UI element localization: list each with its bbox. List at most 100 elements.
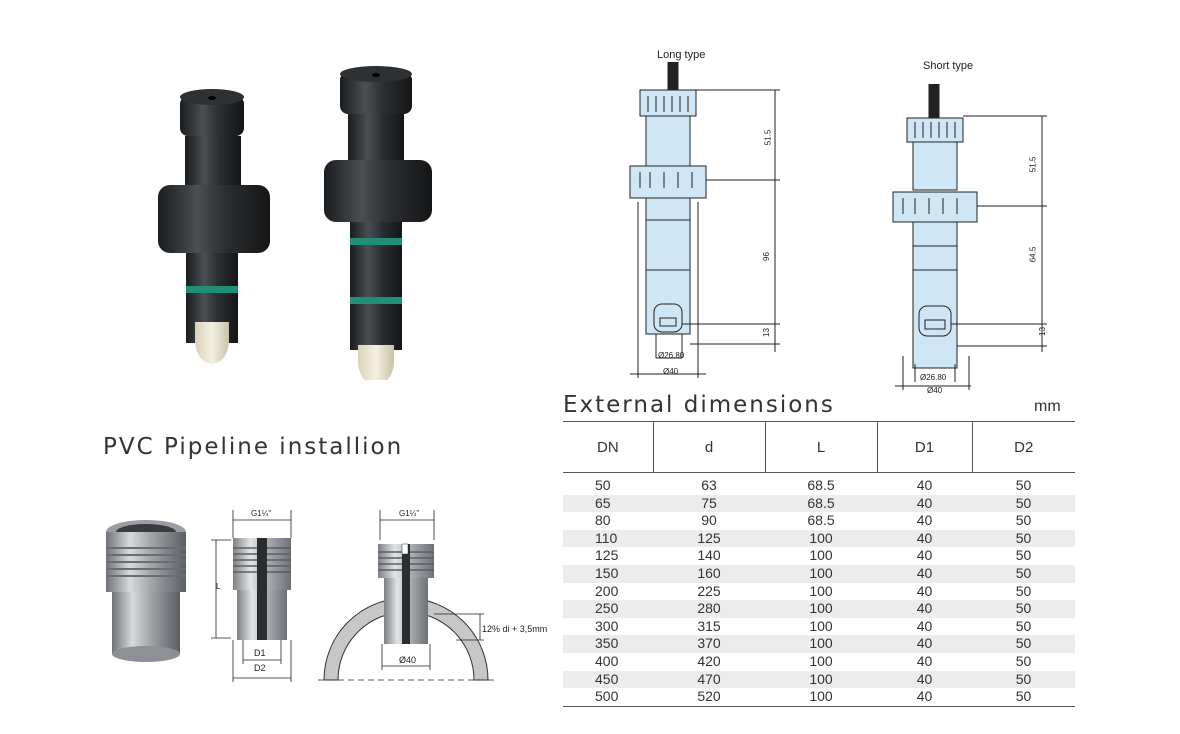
long-dia-inner: Ø26.80 (658, 351, 685, 360)
table-cell: 300 (595, 617, 619, 634)
table-cell: 68.5 (765, 494, 877, 513)
pipe-diameter-label: Ø40 (399, 655, 417, 665)
pipe-drawing (318, 510, 494, 681)
short-dia-outer: Ø40 (927, 386, 943, 395)
header-d2: D2 (971, 421, 1075, 473)
table-cell: 100 (809, 652, 833, 669)
table-cell: 63 (701, 477, 717, 493)
table-cell: 250 (563, 600, 653, 618)
table-cell: 470 (653, 670, 765, 689)
table-cell: 40 (877, 600, 972, 618)
table-cell: 40 (916, 617, 933, 634)
table-row: 125 140 100 40 50 (563, 547, 1075, 565)
table-cell: 400 (595, 652, 619, 669)
sensor-photos (158, 66, 432, 380)
short-type-drawing (892, 84, 1047, 390)
table-cell: 75 (653, 494, 765, 513)
fitting-d2-label: D2 (254, 663, 266, 673)
table-cell: 40 (916, 512, 933, 529)
table-cell: 350 (563, 635, 653, 653)
short-dim-top: 51.5 (1028, 156, 1038, 173)
short-type-label: Short type (923, 60, 974, 72)
table-cell: 40 (877, 670, 972, 689)
table-cell: 50 (972, 494, 1075, 513)
table-cell: 50 (1015, 477, 1032, 493)
table-cell: 100 (809, 547, 833, 564)
table-header-row: DN d L D1 D2 (563, 421, 1075, 473)
table-cell: 68.5 (807, 477, 835, 493)
table-cell: 100 (765, 635, 877, 653)
pipe-offset-label: 12% di + 3,5mm (482, 624, 548, 634)
short-dim-bot: 13 (1037, 327, 1047, 336)
table-cell: 125 (595, 547, 619, 564)
table-cell: 40 (916, 477, 933, 493)
table-cell: 40 (877, 529, 972, 548)
table-cell: 140 (697, 547, 721, 564)
table-cell: 50 (1015, 512, 1032, 529)
table-cell: 40 (916, 547, 933, 564)
short-dia-inner: Ø26.80 (920, 373, 947, 382)
table-cell: 225 (697, 582, 721, 599)
table-cell: 315 (697, 617, 721, 634)
table-cell: 80 (595, 512, 611, 529)
pvc-pipeline-heading: PVC Pipeline installion (103, 434, 404, 460)
short-dim-mid: 64.5 (1028, 246, 1038, 263)
table-cell: 150 (563, 564, 653, 583)
table-cell: 90 (701, 512, 717, 529)
fitting-length-label: L (216, 582, 221, 591)
pipe-thread-label: G1¼" (399, 509, 420, 518)
table-cell: 50 (972, 564, 1075, 583)
sensor-photo-short (158, 89, 270, 364)
table-cell: 280 (653, 600, 765, 618)
table-cell: 420 (697, 652, 721, 669)
table-cell: 50 (972, 635, 1075, 653)
sensor-photo-long (324, 66, 432, 380)
table-row: 400 420 100 40 50 (563, 653, 1075, 671)
table-cell: 68.5 (807, 512, 835, 529)
long-type-drawing (629, 62, 780, 378)
long-dim-top: 51.5 (763, 129, 773, 146)
table-cell: 50 (1015, 547, 1032, 564)
steel-fitting-photo (106, 520, 186, 662)
table-cell: 50 (972, 688, 1075, 707)
table-cell: 100 (765, 688, 877, 707)
external-dimensions-heading: External dimensions (563, 392, 835, 418)
long-type-label: Long type (657, 49, 706, 61)
fitting-drawing (211, 510, 292, 682)
table-cell: 110 (563, 529, 653, 548)
table-cell: 40 (916, 652, 933, 669)
table-cell: 50 (972, 529, 1075, 548)
table-cell: 520 (653, 688, 765, 707)
fitting-thread-label: G1¼" (251, 509, 272, 518)
table-cell: 50 (1015, 652, 1032, 669)
table-cell: 40 (877, 635, 972, 653)
table-cell: 40 (877, 688, 972, 707)
table-cell: 40 (877, 494, 972, 513)
table-row: 80 90 68.5 40 50 (563, 512, 1075, 530)
long-dim-bot: 13 (761, 328, 771, 337)
table-cell: 100 (809, 617, 833, 634)
header-d1: D1 (876, 421, 972, 473)
table-cell: 100 (765, 564, 877, 583)
unit-label: mm (1034, 398, 1061, 415)
table-cell: 100 (809, 582, 833, 599)
table-cell: 450 (563, 670, 653, 689)
table-cell: 125 (653, 529, 765, 548)
long-dia-outer: Ø40 (663, 367, 679, 376)
table-cell: 100 (765, 600, 877, 618)
header-dn: DN (563, 421, 653, 473)
header-l: L (764, 421, 877, 473)
table-cell: 370 (653, 635, 765, 653)
table-cell: 200 (595, 582, 619, 599)
table-cell: 50 (972, 600, 1075, 618)
